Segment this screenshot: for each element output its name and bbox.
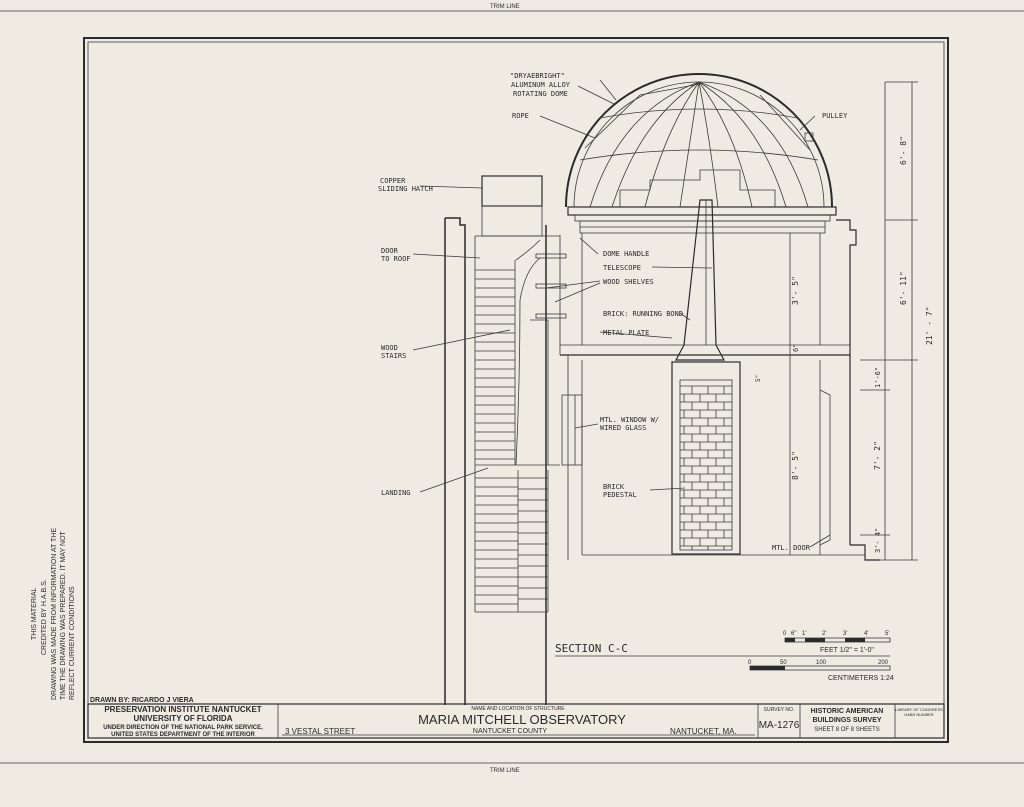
note-door-2: TO ROOF [381,255,411,263]
note-rope: ROPE [512,112,529,120]
note-hatch-1: COPPER [380,177,406,185]
dim-floor: 6" [792,344,800,352]
note-dome-1: "DRYAEBRIGHT" [510,72,565,80]
org-line-1: PRESERVATION INSTITUTE NANTUCKET [104,705,261,714]
stamp-line-1: DRAWING WAS MADE FROM INFORMATION AT THE [51,528,58,700]
org-line-2: UNIVERSITY OF FLORIDA [134,714,233,723]
dim-lower-height: 7'- 2" [873,441,882,470]
dim-small: 5" [755,375,762,382]
feet-tick-3: 2' [822,631,826,637]
dome-base [567,169,837,234]
survey-label: SURVEY NO. [764,707,795,713]
feet-tick-5: 4' [864,631,868,637]
structure-name: MARIA MITCHELL OBSERVATORY [418,712,626,727]
note-pedestal-1: BRICK [603,483,625,491]
feet-scale-label: FEET 1/2" = 1'-0" [820,647,874,654]
note-window-2: WIRED GLASS [600,424,646,432]
org-line-3: UNDER DIRECTION OF THE NATIONAL PARK SER… [103,725,263,731]
city: NANTUCKET, MA. [670,727,737,736]
note-window-1: MTL. WINDOW W/ [600,416,659,424]
stamp-line-0: THIS MATERIAL [31,588,38,640]
note-wood-shelves: WOOD SHELVES [603,278,654,286]
note-dome-3: ROTATING DOME [513,90,568,98]
sheet-number: SHEET 8 OF 8 SHEETS [814,727,880,733]
feet-tick-1: 6" [791,631,796,637]
dim-base: 3'- 4" [874,528,882,553]
dim-room-height: 3'- 5" [791,276,800,305]
loc-line-2: HABS NUMBER [904,712,933,717]
trim-label-bottom: TRIM LINE [490,768,520,774]
feet-tick-2: 1' [802,631,806,637]
upper-room [535,219,857,705]
note-dome-2: ALUMINUM ALLOY [511,81,571,89]
stamp-line-3: REFLECT CURRENT CONDITIONS [69,586,76,700]
cm-tick-0: 0 [748,660,752,666]
dim-band: 1'-6" [874,367,882,388]
cm-scale-bar [749,665,891,671]
cm-tick-3: 200 [878,660,889,666]
side-stamp: DRAWING WAS MADE FROM INFORMATION AT THE… [31,528,76,700]
feet-tick-6: 5' [885,631,889,637]
note-stairs-2: STAIRS [381,352,406,360]
sheet-border-inner [87,41,945,739]
survey-number: MA-1276 [759,720,800,731]
cm-scale-label: CENTIMETERS 1:24 [828,675,894,682]
feet-tick-0: 0 [783,631,787,637]
note-landing: LANDING [381,489,411,497]
stamp-line-4: CREDITED BY H.A.B.S. [41,579,48,655]
telescope [675,199,725,361]
note-pulley: PULLEY [822,112,848,120]
brick-pedestal [671,361,741,555]
trim-label-top: TRIM LINE [490,4,520,10]
note-stairs-1: WOOD [381,344,398,352]
section-title: SECTION C-C [555,642,628,655]
habs-line-2: BUILDINGS SURVEY [812,717,881,724]
feet-tick-4: 3' [843,631,847,637]
sheet-border [83,37,949,743]
note-metal-plate: METAL PLATE [603,329,649,337]
note-dome-handle: DOME HANDLE [603,250,649,258]
stair-treads [475,269,548,605]
loc-line-1: LIBRARY OF CONGRESS [895,707,943,712]
dim-pedestal-height: 8'- 5" [791,451,800,480]
note-door-1: DOOR [381,247,399,255]
note-hatch-2: SLIDING HATCH [378,185,433,193]
street-address: 3 VESTAL STREET [285,727,355,736]
lower-room [561,355,880,561]
cm-tick-2: 100 [816,660,827,666]
note-mtl-door: MTL. DOOR [772,544,811,552]
note-brick-running: BRICK: RUNNING BOND [603,310,683,318]
org-line-4: UNITED STATES DEPARTMENT OF THE INTERIOR [111,732,255,738]
dim-upper-height: 6'- 11" [899,271,908,305]
drawn-by: DRAWN BY: RICARDO J VIERA [90,697,194,704]
dome [565,73,833,208]
note-pedestal-2: PEDESTAL [603,491,637,499]
leader-lines [412,85,831,548]
title-block [87,703,945,739]
dim-total-height: 21' - 7" [925,306,934,345]
dim-dome-height: 6'- 8" [899,136,908,165]
habs-line-1: HISTORIC AMERICAN [811,708,884,715]
note-telescope: TELESCOPE [603,264,641,272]
feet-scale-bar [784,637,891,643]
county: NANTUCKET COUNTY [473,728,547,735]
dimension-lines [789,81,918,561]
stamp-line-2: TIME THE DRAWING WAS PREPARED. IT MAY NO… [60,530,67,700]
stair-tower [444,175,560,705]
cm-tick-1: 50 [780,660,787,666]
name-location-label: NAME AND LOCATION OF STRUCTURE [471,706,565,712]
